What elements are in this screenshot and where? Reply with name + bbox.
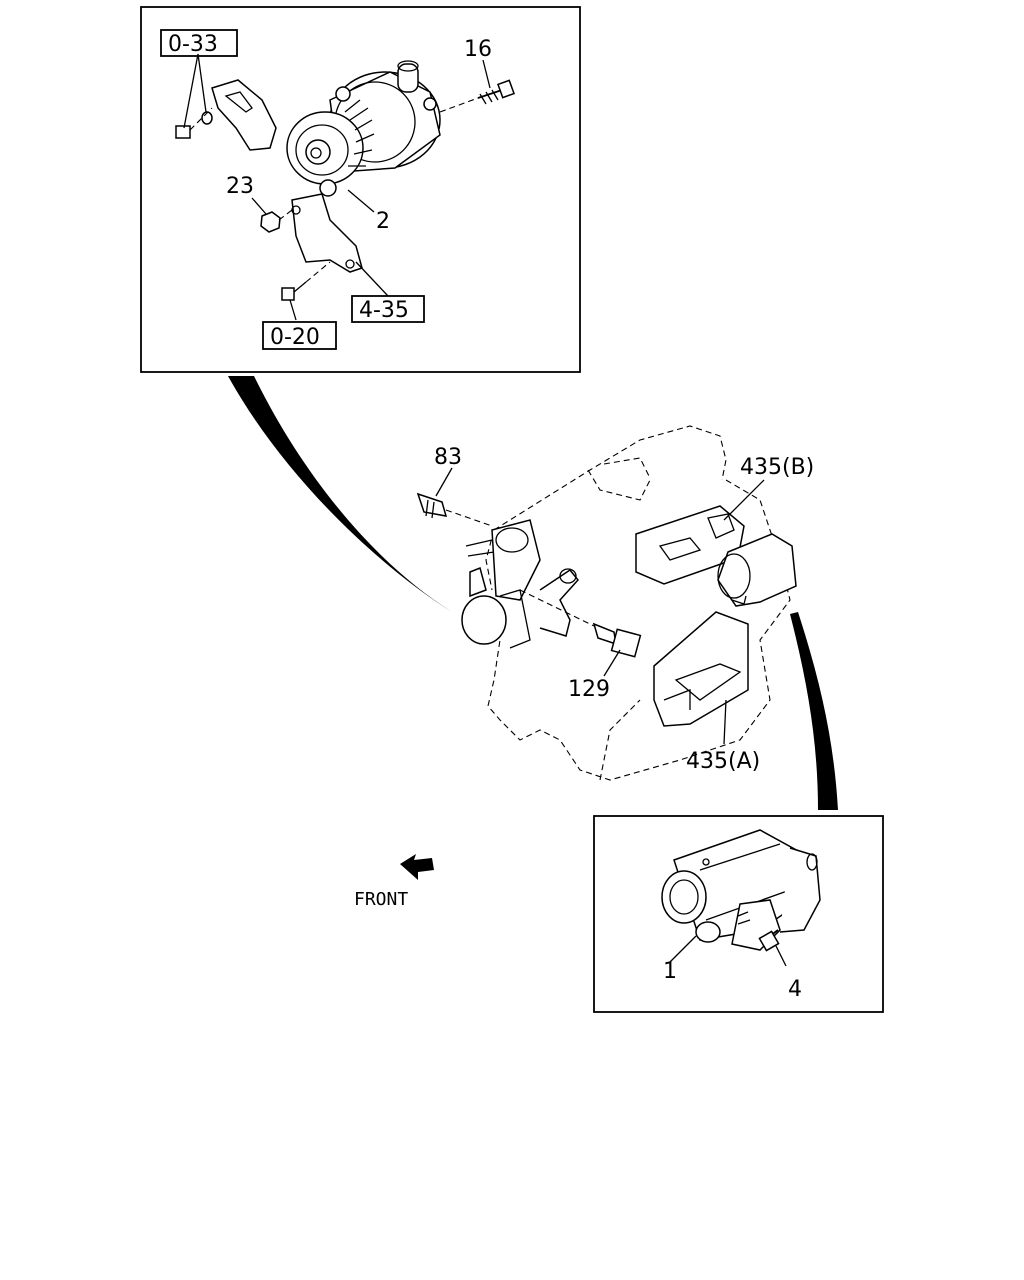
- callout-0-33: 0-33: [168, 32, 218, 57]
- bolt-16: [477, 79, 515, 105]
- water-pump: [461, 595, 507, 645]
- callout-box-0-33: [160, 29, 238, 57]
- alternator-panel-frame: [140, 6, 581, 373]
- alternator-detail-panel: 0-33 16 23 2 4-35 0-20: [140, 6, 581, 373]
- callout-0-20: 0-20: [270, 325, 320, 350]
- callout-4: 4: [788, 977, 802, 1002]
- callout-435b: 435(B): [740, 455, 814, 480]
- callout-129: 129: [568, 677, 610, 702]
- callout-435a: 435(A): [686, 749, 760, 774]
- callout-2: 2: [376, 209, 390, 234]
- pointer-starter: [790, 612, 838, 810]
- nut-23: [260, 211, 281, 233]
- starter-solenoid-stud: [695, 921, 721, 943]
- starter-panel-frame: [593, 815, 884, 1013]
- leader-0-33: [183, 53, 207, 129]
- front-arrow-icon: [400, 854, 434, 880]
- callout-23: 23: [226, 174, 254, 199]
- starter-detail-panel: 1 4: [593, 815, 884, 1013]
- callout-83: 83: [434, 445, 462, 470]
- alternator-bracket: [291, 193, 363, 273]
- callout-4-35: 4-35: [359, 298, 409, 323]
- callout-box-0-20: [262, 321, 337, 350]
- starter-engine-view: [717, 533, 797, 607]
- sensor-129: [519, 589, 642, 677]
- callout-box-4-35: [351, 295, 425, 323]
- bolt-4: [758, 929, 787, 967]
- bolt-0-20: [281, 287, 295, 301]
- washer: [201, 111, 213, 125]
- front-label: FRONT: [354, 889, 408, 910]
- pointer-alternator: [228, 376, 452, 612]
- heat-shield-435a: [653, 611, 749, 745]
- alternator-terminal: [397, 63, 419, 93]
- front-indicator: FRONT: [354, 854, 434, 910]
- engine-block: [461, 425, 791, 781]
- bolt-small: [175, 125, 191, 139]
- starter-motor: [661, 829, 821, 951]
- adjusting-bracket: [211, 79, 277, 151]
- callout-1: 1: [663, 959, 677, 984]
- sensor-83: [416, 467, 493, 527]
- oil-filler-cap-outline: [587, 469, 651, 501]
- callout-16: 16: [464, 37, 492, 62]
- alternator: [286, 60, 441, 197]
